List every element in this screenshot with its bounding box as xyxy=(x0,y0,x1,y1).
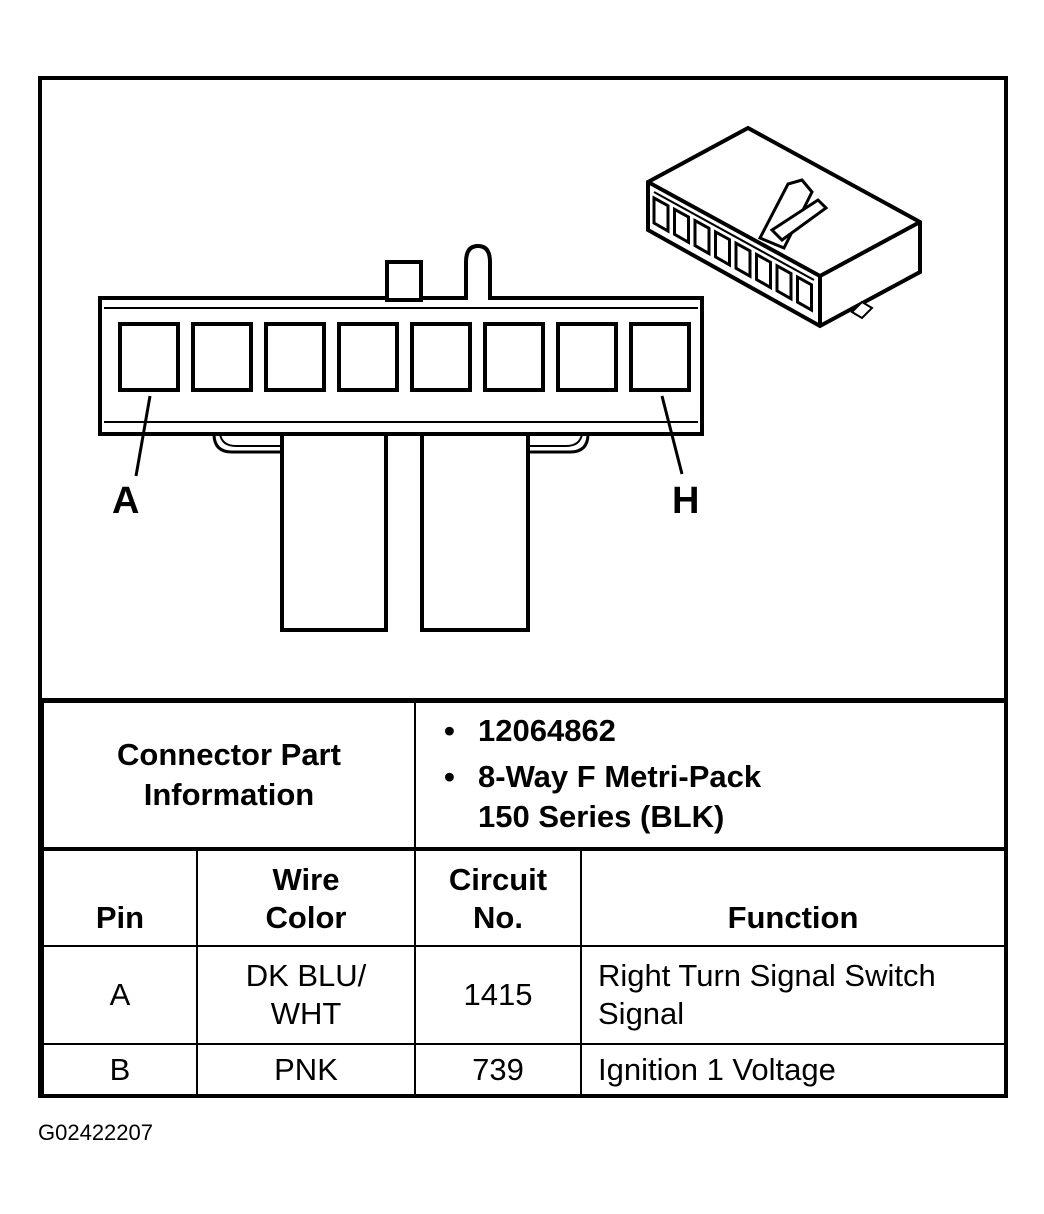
iso-cavity-1 xyxy=(652,195,670,234)
pin-table-header: Pin Wire Color Circuit No. Function xyxy=(42,849,1006,947)
cell-function: Ignition 1 Voltage xyxy=(580,1043,1006,1097)
cell-wire-color: PNK xyxy=(196,1043,416,1097)
connector-part-info-label: Connector Part Information xyxy=(42,701,416,849)
cavity-4 xyxy=(337,322,399,392)
table-row: A DK BLU/ WHT 1415 Right Turn Signal Swi… xyxy=(42,945,1006,1045)
latch-tab xyxy=(464,243,492,300)
cavity-7 xyxy=(556,322,618,392)
leader-line-h xyxy=(660,395,684,475)
pin-label-last: H xyxy=(672,480,700,522)
leader-line-a xyxy=(134,395,152,477)
cavity-1 xyxy=(118,322,180,392)
header-pin: Pin xyxy=(42,849,198,947)
part-info-item: •8-Way F Metri-Pack 150 Series (BLK) xyxy=(444,759,762,834)
header-circuit-no: Circuit No. xyxy=(414,849,582,947)
iso-cavity-7 xyxy=(775,263,793,302)
iso-cavity-4 xyxy=(714,229,731,268)
wire-boot-right xyxy=(420,432,530,632)
diagram-frame: A H Connector Part Information •12064862… xyxy=(38,76,1008,1098)
iso-cavity-2 xyxy=(673,206,690,245)
header-wire-color: Wire Color xyxy=(196,849,416,947)
connector-drawing: A H xyxy=(42,80,1004,698)
cavity-5 xyxy=(410,322,472,392)
header-function: Function xyxy=(580,849,1006,947)
cell-pin: A xyxy=(42,945,198,1045)
connector-part-info-list: •12064862 •8-Way F Metri-Pack 150 Series… xyxy=(414,701,1006,849)
connector-part-table: Connector Part Information •12064862 •8-… xyxy=(42,701,1006,849)
cavity-6 xyxy=(483,322,545,392)
locking-tab xyxy=(385,260,423,302)
connector-illustration xyxy=(98,125,922,632)
part-info-item: •12064862 xyxy=(444,713,616,748)
connector-isometric-view xyxy=(646,125,922,329)
cell-circuit-no: 739 xyxy=(414,1043,582,1097)
iso-cavity-6 xyxy=(755,251,772,291)
cell-wire-color: DK BLU/ WHT xyxy=(196,945,416,1045)
cavity-group xyxy=(118,322,691,392)
iso-cavity-3 xyxy=(693,218,711,257)
cell-circuit-no: 1415 xyxy=(414,945,582,1045)
cavity-3 xyxy=(264,322,326,392)
iso-cavity-8 xyxy=(796,274,813,313)
wire-boot-left xyxy=(280,432,388,632)
pin-table: Pin Wire Color Circuit No. Function A DK… xyxy=(42,849,1006,1097)
cavity-8 xyxy=(629,322,691,392)
iso-cavity-5 xyxy=(734,240,752,279)
cavity-2 xyxy=(191,322,253,392)
figure-id: G02422207 xyxy=(38,1120,153,1145)
cell-function: Right Turn Signal Switch Signal xyxy=(580,945,1006,1045)
cell-pin: B xyxy=(42,1043,198,1097)
table-row: B PNK 739 Ignition 1 Voltage xyxy=(42,1043,1006,1097)
info-tables: Connector Part Information •12064862 •8-… xyxy=(42,698,1006,1097)
pin-label-first: A xyxy=(112,480,140,522)
